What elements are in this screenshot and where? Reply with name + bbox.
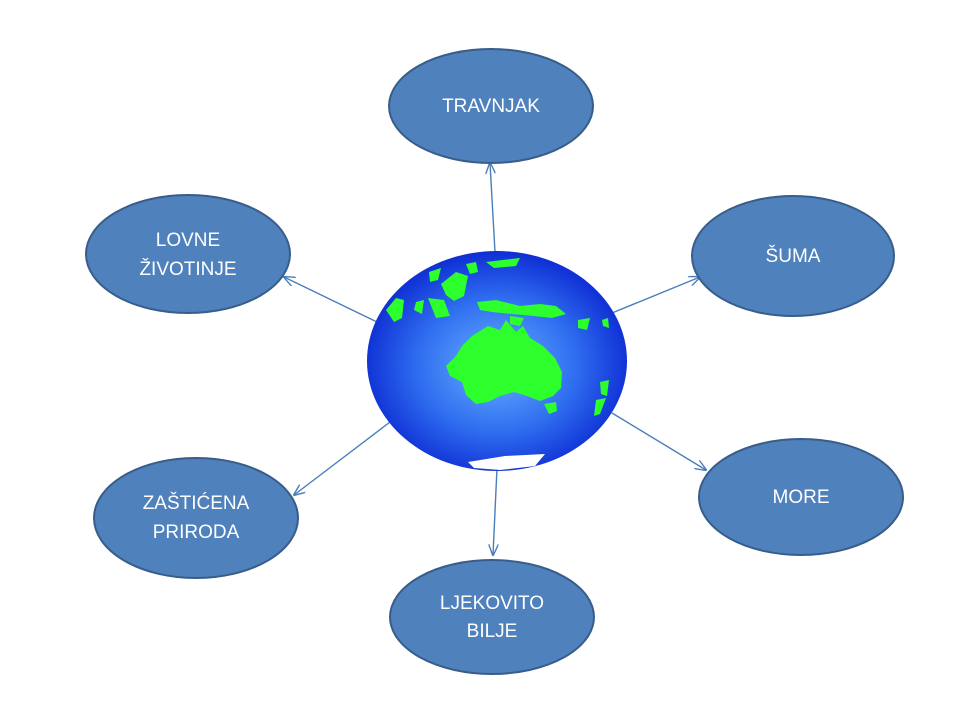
node-lovne-zivotinje: LOVNE ŽIVOTINJE (85, 194, 291, 314)
node-label: BILJE (467, 621, 518, 642)
node-label: LJEKOVITO (440, 593, 544, 614)
globe-icon (367, 251, 627, 471)
connector-arrows (284, 163, 706, 555)
arrow-to-zasticena-priroda (294, 421, 391, 495)
node-more: MORE (698, 438, 904, 556)
arrow-to-ljekovito-bilje (493, 467, 497, 555)
arrow-to-more (611, 412, 706, 470)
node-label: LOVNE (156, 230, 220, 251)
node-travnjak: TRAVNJAK (388, 48, 594, 164)
node-ljekovito-bilje: LJEKOVITO BILJE (389, 559, 595, 675)
node-label: PRIRODA (153, 522, 240, 543)
node-label: ŠUMA (766, 245, 821, 267)
node-label: TRAVNJAK (442, 96, 540, 117)
topic-nodes: TRAVNJAK ŠUMA MORE LJEKOVITO BILJE ZAŠTI… (85, 48, 904, 675)
node-suma: ŠUMA (691, 195, 895, 317)
arrow-to-lovne-zivotinje (284, 277, 378, 323)
node-label: ŽIVOTINJE (139, 258, 236, 280)
arrow-to-suma (611, 277, 700, 314)
node-label: ZAŠTIĆENA (143, 492, 250, 514)
arrow-to-travnjak (490, 163, 496, 253)
node-zasticena-priroda: ZAŠTIĆENA PRIRODA (93, 457, 299, 579)
node-label: MORE (773, 487, 830, 508)
